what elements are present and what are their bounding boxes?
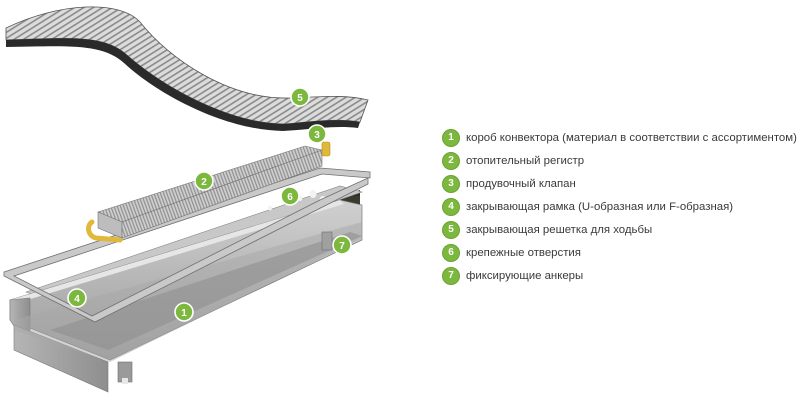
callout-label-7: 7 [339, 241, 345, 252]
callout-label-6: 6 [287, 192, 293, 203]
legend-label: крепежные отверстия [466, 246, 581, 259]
closing-frame [3, 167, 371, 323]
callout-badge-4: 4 [67, 288, 87, 308]
legend-item-5: 5 закрывающая решетка для ходьбы [443, 218, 800, 241]
legend-label: закрывающая рамка (U-образная или F-обра… [466, 200, 734, 213]
legend-number-badge: 7 [443, 267, 459, 284]
walkable-grille [5, 6, 369, 131]
convector-box [9, 185, 364, 393]
legend-number-badge: 4 [443, 198, 459, 215]
legend-label: фиксирующие анкеры [466, 269, 584, 282]
legend-number-badge: 2 [443, 152, 459, 169]
callout-badge-5: 5 [290, 87, 310, 107]
legend-item-7: 7 фиксирующие анкеры [443, 264, 800, 287]
legend-item-6: 6 крепежные отверстия [443, 241, 800, 264]
callout-badge-3: 3 [307, 124, 327, 144]
legend-label: продувочный клапан [466, 177, 576, 190]
callout-label-2: 2 [201, 177, 207, 188]
legend-item-1: 1 короб конвектора (материал в соответст… [443, 126, 800, 149]
callout-badge-2: 2 [194, 171, 214, 191]
legend-number-badge: 6 [443, 244, 459, 261]
component-legend: 1 короб конвектора (материал в соответст… [443, 126, 800, 287]
legend-number-badge: 5 [443, 221, 459, 238]
legend-number-badge: 3 [443, 175, 459, 192]
legend-number-badge: 1 [443, 129, 459, 146]
legend-label: закрывающая решетка для ходьбы [466, 223, 653, 236]
callout-label-1: 1 [181, 308, 187, 319]
callout-badge-7: 7 [332, 235, 352, 255]
legend-label: отопительный регистр [466, 154, 585, 167]
callout-badge-1: 1 [174, 302, 194, 322]
legend-item-3: 3 продувочный клапан [443, 172, 800, 195]
legend-label: короб конвектора (материал в соответстви… [466, 131, 797, 144]
callout-label-5: 5 [297, 93, 303, 104]
legend-item-4: 4 закрывающая рамка (U-образная или F-об… [443, 195, 800, 218]
callout-badge-6: 6 [280, 186, 300, 206]
callout-label-3: 3 [314, 130, 320, 141]
legend-item-2: 2 отопительный регистр [443, 149, 800, 172]
callout-label-4: 4 [74, 294, 80, 305]
